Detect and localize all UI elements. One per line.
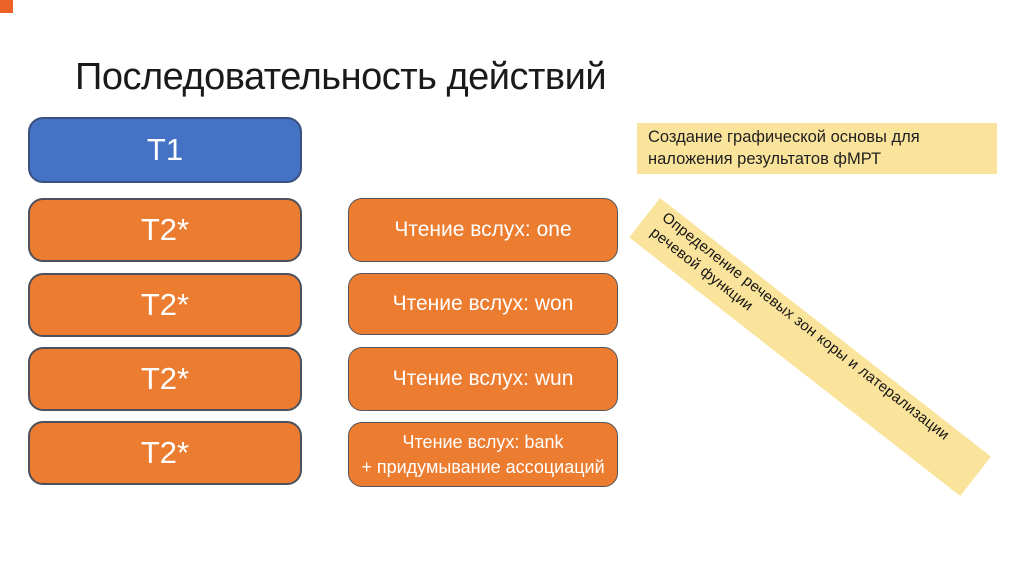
box-t2-2-label: T2*	[140, 287, 190, 322]
note-speech-zones-line1: Определение речевых зон коры и латерализ…	[658, 208, 953, 444]
box-t1: T1	[28, 117, 302, 183]
corner-marker-shape	[0, 0, 13, 13]
note-speech-zones: Определение речевых зон коры и латерализ…	[629, 198, 991, 496]
box-t1-label: T1	[146, 132, 184, 167]
box-t2-3: T2*	[28, 347, 302, 411]
box-reading-wun-text: Чтение вслух: wun	[392, 367, 574, 390]
box-reading-one: Чтение вслух: one	[348, 198, 618, 262]
box-t2-1-label: T2*	[140, 212, 190, 247]
box-reading-one-text: Чтение вслух: one	[394, 218, 572, 241]
box-t2-3-label: T2*	[140, 361, 190, 396]
slide-title: Последовательность действий	[75, 56, 607, 98]
box-reading-won: Чтение вслух: won	[348, 273, 618, 335]
box-t2-4-label: T2*	[140, 435, 190, 470]
box-reading-bank-text-line1: Чтение вслух: bank	[402, 432, 564, 453]
box-reading-bank-text-line2: + придумывание ассоциаций	[361, 456, 605, 477]
box-t2-2: T2*	[28, 273, 302, 337]
box-reading-bank: Чтение вслух: bank + придумывание ассоци…	[348, 422, 618, 487]
note-speech-zones-line2: речевой функции	[647, 223, 757, 315]
box-t2-4: T2*	[28, 421, 302, 485]
box-reading-wun: Чтение вслух: wun	[348, 347, 618, 411]
note-graphic-basis: Создание графической основы для наложени…	[637, 123, 997, 174]
note-graphic-basis-line1: Создание графической основы для	[648, 128, 920, 146]
box-reading-won-text: Чтение вслух: won	[392, 292, 574, 315]
box-t2-1: T2*	[28, 198, 302, 262]
note-graphic-basis-line2: наложения результатов фМРТ	[648, 149, 882, 168]
